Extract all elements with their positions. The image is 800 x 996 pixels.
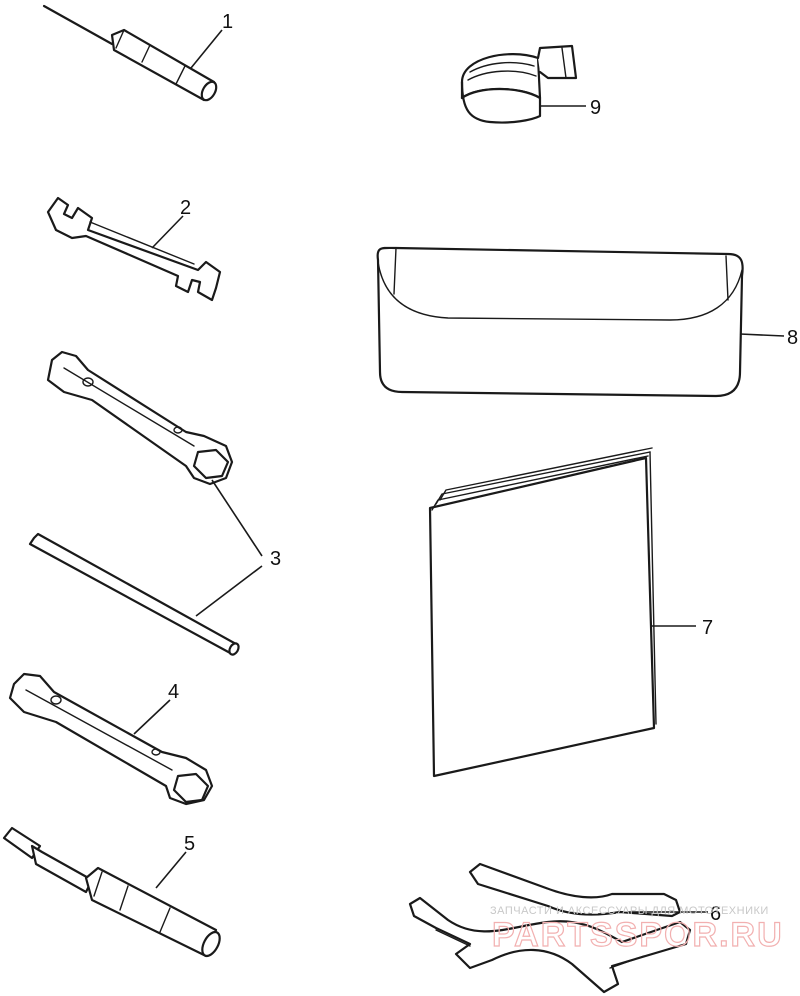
box-spanner-short (8, 672, 214, 806)
leader-4 (133, 699, 171, 735)
callout-8: 8 (787, 327, 798, 349)
wrench-open-end (46, 196, 222, 302)
callout-5: 5 (184, 833, 195, 855)
leader-1 (190, 29, 223, 69)
strap-roll (460, 44, 578, 124)
callout-4: 4 (168, 681, 179, 703)
box-spanner-long (46, 350, 234, 486)
screwdriver-flat (42, 4, 218, 102)
callout-3: 3 (270, 548, 281, 570)
leader-5 (155, 851, 187, 889)
tool-pouch (376, 246, 744, 398)
leader-2 (151, 215, 184, 249)
callout-9: 9 (590, 97, 601, 119)
tommy-bar (28, 532, 240, 656)
callout-7: 7 (702, 617, 713, 639)
callout-2: 2 (180, 197, 191, 219)
leader-3a (211, 479, 263, 557)
callout-6: 6 (710, 903, 721, 925)
fork-spanner (408, 862, 692, 994)
leader-3b (195, 565, 263, 617)
watermark-tagline: ЗАПЧАСТИ И АКСЕССУАРЫ ДЛЯ МОТОТЕХНИКИ (490, 905, 769, 917)
leader-8 (739, 333, 785, 337)
watermark-brand: PARTSSPOR.RU (492, 916, 784, 954)
owners-manual (428, 447, 657, 778)
callout-1: 1 (222, 11, 233, 33)
screwdriver-phillips (2, 826, 221, 958)
